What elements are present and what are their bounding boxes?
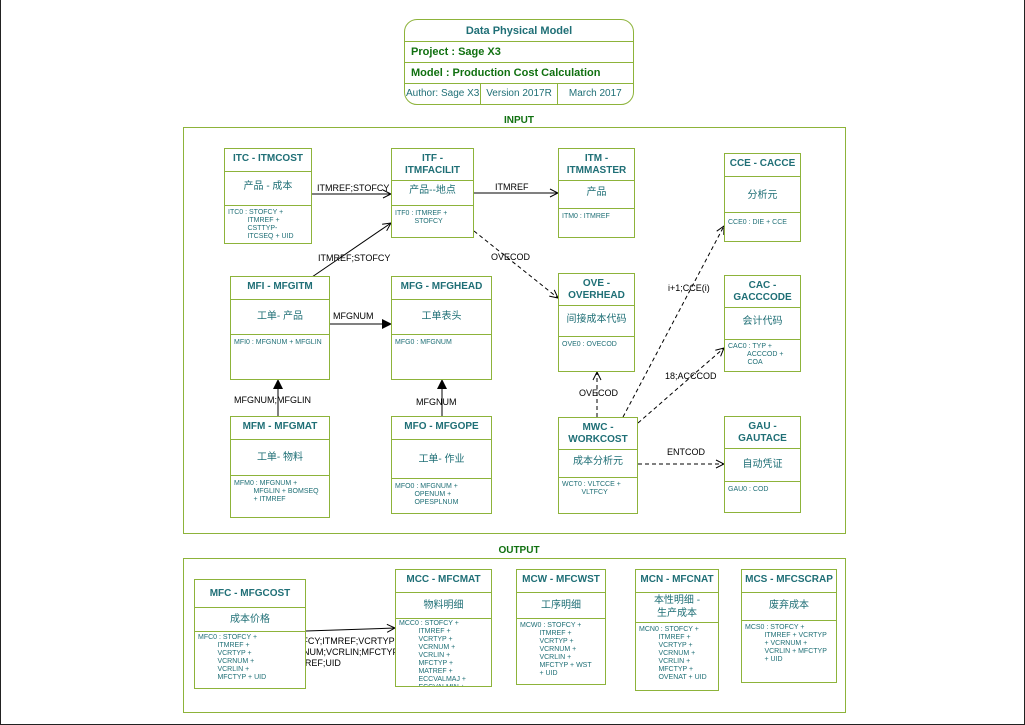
- entity-name: OVE - OVERHEAD: [568, 278, 625, 301]
- label-mwc-gau: ENTCOD: [667, 447, 705, 457]
- label-mfo-mfg: MFGNUM: [416, 397, 457, 407]
- entity-description: 产品--地点: [409, 185, 456, 196]
- entity-mcn-mfcnat[interactable]: MCN - MFCNAT 本性明细 - 生产成本 MCN0 : STOFCY +…: [635, 569, 719, 691]
- entity-description: 产品: [586, 187, 607, 198]
- diagram-title: Data Physical Model: [405, 20, 633, 42]
- entity-name: MCN - MFCNAT: [640, 574, 714, 585]
- entity-itm-itmmaster[interactable]: ITM - ITMMASTER 产品 ITM0 : ITMREF: [558, 148, 635, 238]
- entity-description: 废弃成本: [769, 600, 809, 611]
- entity-key: ITM0 : ITMREF: [562, 213, 610, 220]
- entity-description: 工序明细: [541, 600, 581, 611]
- entity-name: ITM - ITMMASTER: [566, 153, 627, 176]
- entity-name: MCS - MFCSCRAP: [745, 574, 833, 585]
- entity-mfo-mfgope[interactable]: MFO - MFGOPE 工单- 作业 MFO0 : MFGNUM + OPEN…: [391, 416, 492, 514]
- entity-name: MCW - MFCWST: [522, 574, 600, 585]
- entity-key: CCE0 : DIE + CCE: [728, 219, 787, 226]
- label-mfi-mfg: MFGNUM: [333, 311, 374, 321]
- entity-description: 本性明细 - 生产成本: [653, 595, 701, 619]
- entity-mcc-mfcmat[interactable]: MCC - MFCMAT 物料明细 MCC0 : STOFCY + ITMREF…: [395, 569, 492, 687]
- entity-ove-overhead[interactable]: OVE - OVERHEAD 间接成本代码 OVE0 : OVECOD: [558, 273, 635, 372]
- label-mfi-itf: ITMREF;STOFCY: [318, 253, 391, 263]
- entity-mwc-workcost[interactable]: MWC - WORKCOST 成本分析元 WCT0 : VLTCCE + VLT…: [558, 417, 638, 514]
- entity-name: MWC - WORKCOST: [568, 422, 628, 445]
- label-mfm-mfi: MFGNUM;MFGLIN: [234, 395, 311, 405]
- entity-description: 工单- 物料: [256, 452, 304, 463]
- entity-key: GAU0 : COD: [728, 486, 769, 493]
- title-block: Data Physical Model Project : Sage X3 Mo…: [404, 19, 634, 105]
- entity-name: ITC - ITMCOST: [233, 153, 303, 164]
- entity-description: 分析元: [747, 190, 778, 201]
- entity-description: 自动凭证: [742, 459, 783, 470]
- entity-name: MFG - MFGHEAD: [400, 281, 483, 292]
- entity-key: MCN0 : STOFCY + ITMREF + VCRTYP + VCRNUM…: [639, 626, 707, 681]
- entity-name: GAU - GAUTACE: [738, 421, 787, 444]
- entity-mfm-mfgmat[interactable]: MFM - MFGMAT 工单- 物料 MFM0 : MFGNUM + MFGL…: [230, 416, 330, 518]
- entity-description: 间接成本代码: [566, 314, 627, 325]
- entity-mcs-mfcscrap[interactable]: MCS - MFCSCRAP 废弃成本 MCS0 : STOFCY + ITMR…: [741, 569, 837, 683]
- label-itf-ove: OVECOD: [491, 252, 531, 262]
- model-line: Model : Production Cost Calculation: [405, 63, 633, 84]
- entity-mcw-mfcwst[interactable]: MCW - MFCWST 工序明细 MCW0 : STOFCY + ITMREF…: [516, 569, 606, 685]
- title-footer: Author: Sage X3 Version 2017R March 2017: [405, 84, 633, 104]
- entity-description: 物料明细: [423, 600, 464, 611]
- entity-name: CAC - GACCCODE: [733, 280, 792, 303]
- entity-key: MCC0 : STOFCY + ITMREF + VCRTYP + VCRNUM…: [399, 620, 466, 686]
- entity-key: MFG0 : MFGNUM: [395, 339, 452, 346]
- entity-key: MFO0 : MFGNUM + OPENUM + OPESPLNUM: [395, 483, 459, 506]
- label-mwc-ove: OVECOD: [579, 388, 619, 398]
- date-field: March 2017: [556, 84, 633, 104]
- entity-description: 成本价格: [230, 614, 270, 625]
- entity-key: CAC0 : TYP + ACCCOD + COA: [728, 343, 784, 366]
- entity-description: 工单表头: [421, 311, 462, 322]
- entity-mfi-mfgitm[interactable]: MFI - MFGITM 工单- 产品 MFI0 : MFGNUM + MFGL…: [230, 276, 330, 380]
- entity-itc-itmcost[interactable]: ITC - ITMCOST 产品 - 成本 ITC0 : STOFCY + IT…: [224, 148, 312, 244]
- entity-itf-itmfacilit[interactable]: ITF - ITMFACILIT 产品--地点 ITF0 : ITMREF + …: [391, 148, 474, 238]
- author-field: Author: Sage X3: [405, 88, 480, 99]
- input-section-title: INPUT: [504, 115, 534, 126]
- entity-key: MFM0 : MFGNUM + MFGLIN + BOMSEQ + ITMREF: [234, 480, 319, 503]
- entity-name: MFC - MFGCOST: [209, 588, 291, 599]
- entity-key: ITC0 : STOFCY + ITMREF + CSTTYP- ITCSEQ …: [228, 209, 294, 240]
- entity-name: MFO - MFGOPE: [404, 421, 479, 432]
- entity-key: WCT0 : VLTCCE + VLTFCY: [562, 481, 621, 496]
- entity-key: MFC0 : STOFCY + ITMREF + VCRTYP + VCRNUM…: [198, 634, 267, 681]
- entity-mfc-mfgcost[interactable]: MFC - MFGCOST 成本价格 MFC0 : STOFCY + ITMRE…: [194, 579, 306, 689]
- entity-name: MFM - MFGMAT: [242, 421, 318, 432]
- entity-description: 成本分析元: [573, 456, 623, 467]
- entity-key: ITF0 : ITMREF + STOFCY: [395, 210, 448, 225]
- label-mwc-cce: i+1;CCE(i): [668, 283, 710, 293]
- label-itf-itm: ITMREF: [495, 182, 529, 192]
- entity-cac-gacccode[interactable]: CAC - GACCCODE 会计代码 CAC0 : TYP + ACCCOD …: [724, 275, 801, 372]
- entity-name: CCE - CACCE: [729, 158, 796, 169]
- entity-name: MCC - MFCMAT: [406, 574, 481, 585]
- entity-key: MCW0 : STOFCY + ITMREF + VCRTYP + VCRNUM…: [520, 622, 592, 677]
- entity-key: MCS0 : STOFCY + ITMREF + VCRTYP + VCRNUM…: [745, 624, 827, 663]
- entity-description: 工单- 作业: [418, 454, 465, 465]
- entity-description: 产品 - 成本: [243, 181, 293, 192]
- label-mfc-mcc: STOFCY;ITMREF;VCRTYP; VCRNUM;VCRLIN;MFCT…: [284, 636, 399, 668]
- entity-name: MFI - MFGITM: [247, 281, 313, 292]
- output-section-title: OUTPUT: [498, 545, 540, 556]
- entity-mfg-mfghead[interactable]: MFG - MFGHEAD 工单表头 MFG0 : MFGNUM: [391, 276, 492, 380]
- entity-name: ITF - ITMFACILIT: [405, 153, 460, 176]
- entity-description: 会计代码: [742, 316, 783, 327]
- project-line: Project : Sage X3: [405, 42, 633, 63]
- label-mwc-cac: 18;ACCCOD: [665, 371, 717, 381]
- label-itc-itf: ITMREF;STOFCY: [317, 183, 390, 193]
- entity-key: MFI0 : MFGNUM + MFGLIN: [234, 339, 322, 346]
- entity-gau-gautace[interactable]: GAU - GAUTACE 自动凭证 GAU0 : COD: [724, 416, 801, 513]
- version-field: Version 2017R: [480, 84, 556, 104]
- entity-key: OVE0 : OVECOD: [562, 341, 617, 348]
- entity-description: 工单- 产品: [256, 311, 304, 322]
- entity-cce-cacce[interactable]: CCE - CACCE 分析元 CCE0 : DIE + CCE: [724, 153, 801, 242]
